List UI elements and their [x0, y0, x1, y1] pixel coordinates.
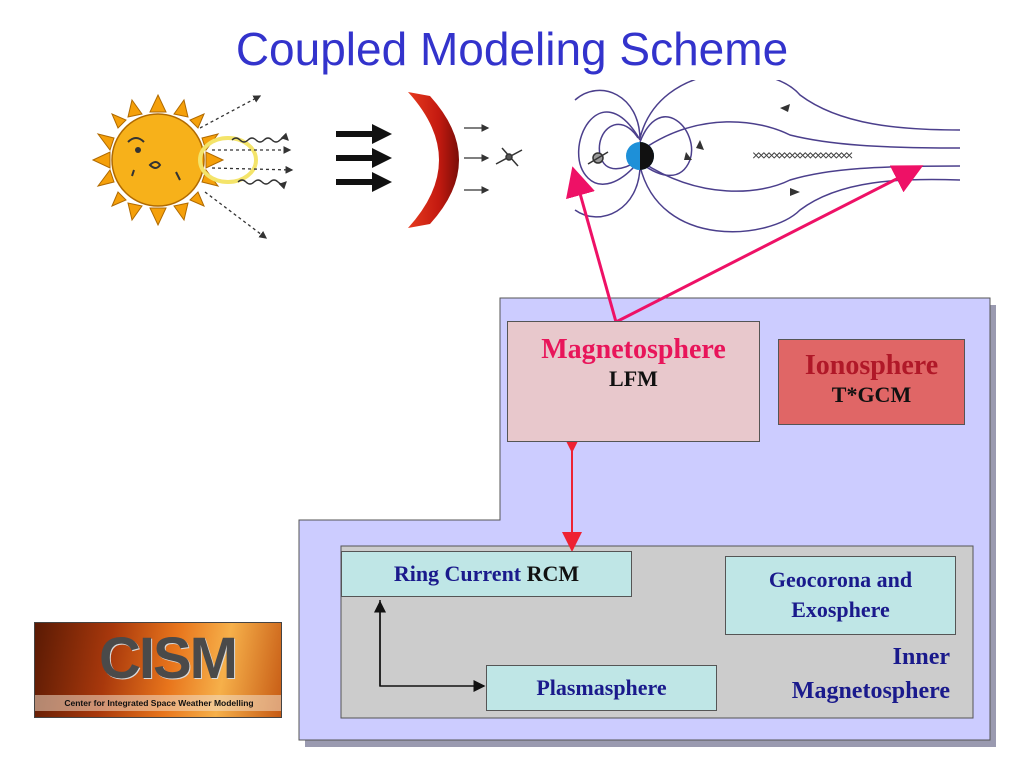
- ring-current-label: Ring Current: [393, 561, 522, 586]
- plasmasphere-box: Plasmasphere: [486, 665, 717, 711]
- lfm-label: LFM: [609, 366, 658, 391]
- satellite-icon: [495, 147, 523, 167]
- inner-magnetosphere-label: Inner Magnetosphere: [740, 640, 950, 708]
- cism-logo-text: CISM: [99, 626, 238, 691]
- ring-current-box: Ring Current RCM: [341, 551, 632, 597]
- ionosphere-label: Ionosphere: [804, 350, 939, 381]
- neutral-sheet-x: ×××××××××××××××××××: [752, 147, 853, 163]
- page-title: Coupled Modeling Scheme: [235, 23, 789, 75]
- inner-label-line2: Magnetosphere: [791, 678, 950, 704]
- solar-wind-arrows: [336, 124, 392, 192]
- plasmasphere-label: Plasmasphere: [536, 675, 667, 700]
- link-arrow-right: [615, 165, 924, 324]
- geocorona-line1: Geocorona and: [768, 567, 913, 592]
- magnetosphere-label: Magnetosphere: [541, 334, 726, 365]
- geocorona-line2: Exosphere: [791, 597, 890, 622]
- cism-logo-subtitle: Center for Integrated Space Weather Mode…: [35, 695, 281, 711]
- satellite-small-icon: [587, 151, 609, 165]
- earth-icon: [626, 142, 654, 170]
- rcm-label: RCM: [526, 561, 580, 586]
- geocorona-box: Geocorona and Exosphere: [725, 556, 956, 635]
- prominence-loop: [198, 136, 258, 184]
- cism-logo: CISM Center for Integrated Space Weather…: [34, 622, 282, 718]
- sun-icon: [91, 93, 225, 227]
- magnetosphere-box: Magnetosphere LFM: [507, 321, 760, 442]
- cme-front: [408, 92, 459, 228]
- link-arrow-left: [566, 166, 618, 323]
- inner-label-line1: Inner: [892, 644, 950, 670]
- ionosphere-box: Ionosphere T*GCM: [778, 339, 965, 425]
- tgcm-label: T*GCM: [831, 382, 912, 407]
